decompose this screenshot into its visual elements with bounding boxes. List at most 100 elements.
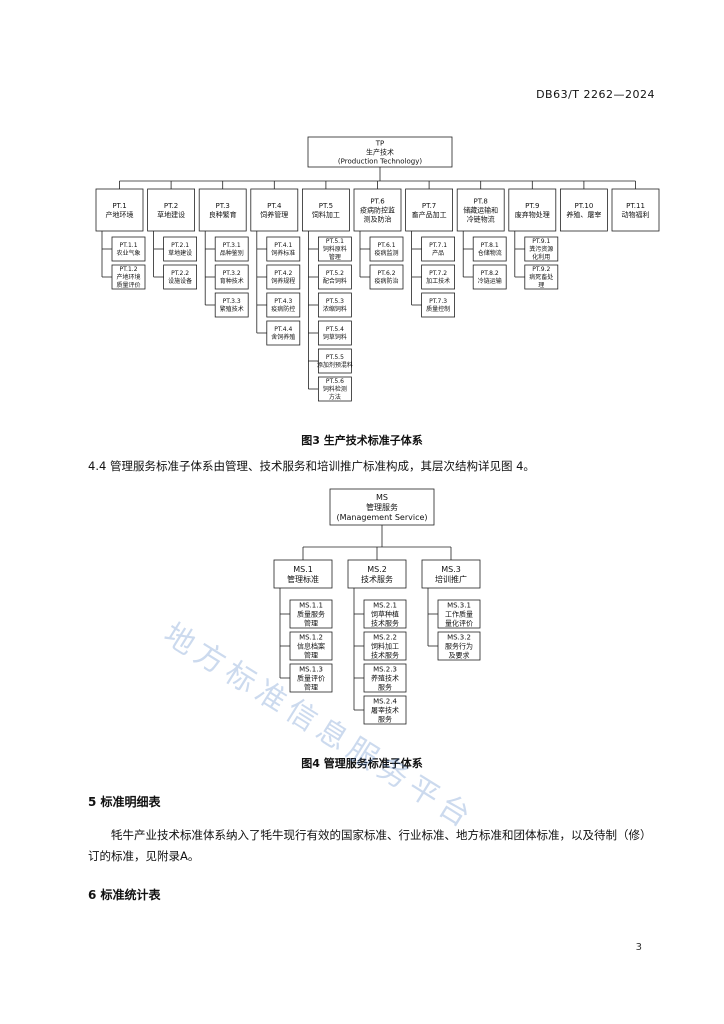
fig4-child-box-text: MS.2.4 [373, 697, 397, 705]
fig3-child-box-text: PT.5.3 [326, 298, 344, 305]
fig3-child-box-text: PT.5.6 [326, 378, 344, 385]
fig3-column-box-text: 饲养管理 [260, 210, 288, 219]
fig3-child-box-text: PT.1.1 [119, 242, 137, 249]
fig4-column-box-text: 技术服务 [361, 574, 393, 584]
fig3-child-box-text: PT.5.4 [326, 326, 344, 333]
fig3-child-box-text: PT.4.2 [274, 270, 292, 277]
fig3-column-box-text: 草地建设 [157, 210, 185, 219]
fig4-child-box-text: 质量评价 [297, 673, 325, 682]
fig3-child-box-text: 草地建设 [168, 249, 192, 257]
fig3-column-box-text: PT.2 [164, 202, 178, 210]
fig3-child-box-text: PT.4.1 [274, 242, 292, 249]
fig4-child-box-text: MS.2.1 [373, 601, 397, 609]
fig3-column-box-text: PT.8 [474, 197, 488, 205]
fig3-child-box: PT.7.1产品 [421, 236, 456, 262]
fig3-column-box-text: 畜产品加工 [412, 210, 447, 219]
fig3-child-box-text: PT.1.2 [119, 266, 137, 273]
fig3-child-box-text: 冷链运输 [478, 277, 502, 285]
fig3-column-box-text: PT.11 [626, 202, 645, 210]
fig4-child-box-text: 技术服务 [371, 618, 399, 627]
fig3-child-box-text: PT.2.1 [171, 242, 189, 249]
fig4-child-box-text: 量化评价 [445, 618, 473, 627]
fig4-child-box-text: 及要求 [449, 650, 470, 659]
fig4-child-box-text: MS.1.2 [299, 633, 323, 641]
fig4-child-box-text: 服务行为 [445, 641, 473, 650]
fig4-child-box-text: 工作质量 [445, 609, 473, 618]
fig4-child-box-text: 管理 [304, 682, 318, 691]
fig3-column-box-text: PT.7 [422, 202, 436, 210]
fig3-child-box-text: 配合饲料 [323, 277, 347, 285]
fig3-column-box-text: PT.9 [525, 202, 539, 210]
fig3-child-box-text: 化利用 [532, 253, 550, 261]
section-5-heading: 5 标准明细表 [88, 795, 161, 809]
fig3-child-box-text: PT.7.2 [429, 270, 447, 277]
fig3-child-box-text: 添加剂预混料 [317, 361, 353, 369]
fig3-child-box-text: 产地环境 [116, 273, 140, 281]
fig3-child-box-text: PT.6.1 [377, 242, 395, 249]
fig3-child-box-text: 方法 [329, 393, 341, 401]
fig4-child-box-text: 饲料加工 [371, 641, 399, 650]
page-number: 3 [635, 942, 642, 953]
document-code: DB63/T 2262—2024 [536, 88, 655, 101]
fig3-child-box-text: 饲养规程 [271, 277, 295, 285]
fig3-child-box-text: PT.2.2 [171, 270, 189, 277]
fig3-root-box-text: TP [375, 139, 385, 147]
fig4-child-box-text: MS.2.3 [373, 665, 397, 673]
fig3-child-box-text: 品种鉴别 [220, 249, 244, 257]
fig3-child-box-text: PT.7.1 [429, 242, 447, 249]
fig3-child-box-text: PT.8.1 [481, 242, 499, 249]
fig4-root-box-text: MS [376, 493, 388, 502]
figure-3-caption: 图3 生产技术标准子体系 [301, 434, 423, 447]
fig4-child-box-text: 服务 [378, 682, 392, 691]
fig3-column-box-text: 测及防治 [364, 214, 392, 223]
fig3-child-box-text: PT.7.3 [429, 298, 447, 305]
fig3-column-box-text: 储藏运输和 [463, 205, 498, 214]
fig4-column-box-text: 管理标准 [287, 574, 319, 584]
fig3-column-box-text: PT.4 [267, 202, 282, 210]
fig3-child-box-text: 病死畜处 [529, 273, 553, 281]
fig3-child-box-text: 产品 [432, 249, 444, 257]
fig3-child-box-text: 舍饲养殖 [271, 333, 295, 341]
fig4-child-box-text: MS.3.1 [447, 601, 471, 609]
fig4-child-box-text: MS.3.2 [447, 633, 471, 641]
fig4-root-box-text: 管理服务 [366, 502, 398, 512]
fig3-child-box-text: PT.9.1 [532, 238, 550, 245]
fig4-child-box-text: MS.1.3 [299, 665, 323, 673]
fig3-column-box-text: 产地环境 [106, 210, 134, 219]
section-5-body: 牦牛产业技术标准体系纳入了牦牛现行有效的国家标准、行业标准、地方标准和团体标准，… [88, 828, 652, 863]
fig3-child-box-text: 农业气象 [116, 249, 140, 257]
fig3-child-box-text: 设施设备 [168, 277, 192, 285]
fig3-child-box-text: 粪污资源 [529, 245, 553, 253]
fig3-child-box-text: 疫病防治 [374, 277, 398, 285]
fig3-child-box-text: PT.4.4 [274, 326, 292, 333]
fig4-child-box-text: MS.1.1 [299, 601, 323, 609]
fig3-child-box-text: 浓缩饲料 [323, 305, 347, 313]
